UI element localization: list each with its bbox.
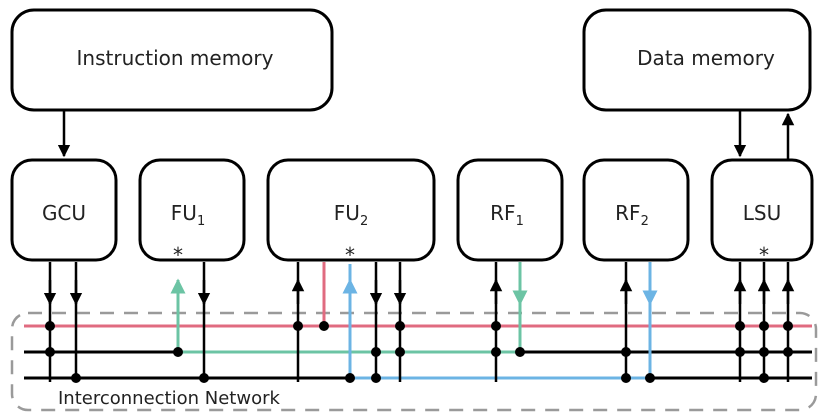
connection-dot — [783, 321, 793, 331]
connection-dot — [735, 321, 745, 331]
fu1-label: FU1 — [171, 201, 205, 229]
socket-lines — [43, 262, 795, 382]
data-memory-label: Data memory — [637, 46, 775, 70]
blue-path — [348, 262, 652, 380]
lsu-label: LSU — [743, 201, 781, 225]
fu2-label: FU2 — [334, 201, 368, 229]
fu2-trigger-star: * — [345, 243, 355, 267]
connection-dot — [293, 321, 303, 331]
fu1-trigger-star: * — [173, 243, 183, 267]
instruction-memory-label: Instruction memory — [77, 46, 274, 70]
instruction-memory-block: Instruction memory — [10, 8, 334, 112]
connection-dot — [371, 347, 381, 357]
connection-dot — [759, 373, 769, 383]
connection-dot — [319, 321, 329, 331]
connection-dot — [395, 321, 405, 331]
rf1-label: RF1 — [490, 201, 524, 229]
connection-dot — [71, 373, 81, 383]
rf1-block: RF1 — [456, 158, 564, 262]
connection-dot — [759, 347, 769, 357]
connection-dots — [45, 321, 793, 383]
data-memory-block: Data memory — [582, 8, 812, 112]
connection-dot — [371, 373, 381, 383]
connection-dot — [45, 347, 55, 357]
rf2-block: RF2 — [582, 158, 690, 262]
connection-dot — [621, 373, 631, 383]
lsu-block: LSU — [710, 158, 814, 262]
connection-dot — [621, 347, 631, 357]
connection-dot — [645, 373, 655, 383]
connection-dot — [45, 321, 55, 331]
gcu-label: GCU — [42, 201, 86, 225]
connection-dot — [345, 373, 355, 383]
interconnection-network-label: Interconnection Network — [58, 388, 280, 409]
fu1-block: FU1 — [138, 158, 246, 262]
connection-dot — [759, 321, 769, 331]
fu2-block: FU2 — [266, 158, 436, 262]
connection-dot — [395, 347, 405, 357]
connection-dot — [491, 321, 501, 331]
rf2-label: RF2 — [615, 201, 649, 229]
connection-dot — [515, 347, 525, 357]
connection-dot — [491, 347, 501, 357]
connection-dot — [735, 347, 745, 357]
connection-dot — [199, 373, 209, 383]
gcu-block: GCU — [10, 158, 118, 262]
interconnection-network-border — [10, 311, 818, 412]
lsu-trigger-star: * — [759, 243, 769, 267]
connection-dot — [783, 347, 793, 357]
connection-dot — [173, 347, 183, 357]
